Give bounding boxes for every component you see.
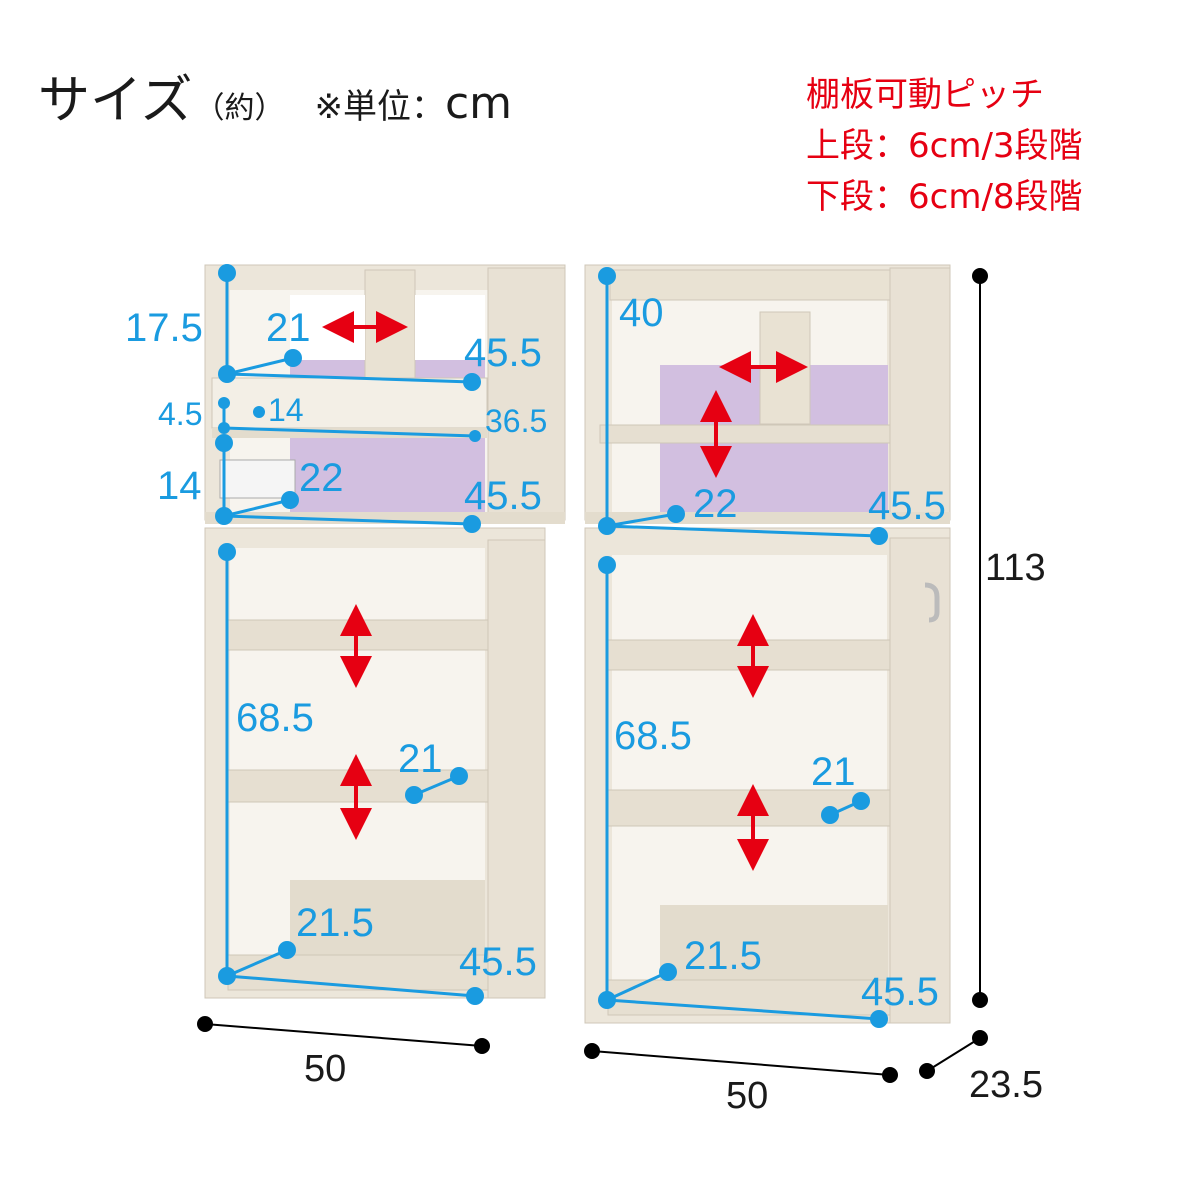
right-shelf-depth-label: 21 xyxy=(811,750,856,794)
left-drawer-width-label: 36.5 xyxy=(485,403,548,439)
pitch-lower: 下段：6cm/8段階 xyxy=(806,177,1083,217)
left-bottom-depth-label: 21.5 xyxy=(296,901,374,945)
right-upper-height-label: 40 xyxy=(619,291,664,335)
right-lower-height-label: 68.5 xyxy=(614,714,692,758)
right-mid-width-label: 45.5 xyxy=(868,484,946,528)
approx-note: （約） xyxy=(194,91,285,126)
shelf-board xyxy=(599,424,891,444)
left-top-height-label: 17.5 xyxy=(125,306,203,350)
power-strip xyxy=(219,459,296,499)
left-overall-width-label: 50 xyxy=(304,1048,347,1090)
pitch-upper: 上段：6cm/3段階 xyxy=(806,126,1083,166)
shelf-board xyxy=(607,639,891,671)
left-top-depth-label: 21 xyxy=(266,306,311,350)
pitch-title: 棚板可動ピッチ xyxy=(806,75,1044,115)
size-title: サイズ xyxy=(38,71,193,131)
left-drawer-depth-label: 14 xyxy=(268,392,304,428)
left-mid-width-label: 45.5 xyxy=(464,474,542,518)
unit-label: ※単位： xyxy=(314,87,445,127)
left-mid-depth-label: 22 xyxy=(299,456,344,500)
back-panel xyxy=(290,435,485,515)
left-top-width-label: 45.5 xyxy=(464,331,542,375)
right-shelf-unit xyxy=(584,264,951,1024)
overall-depth-label: 23.5 xyxy=(969,1064,1043,1106)
hook-icon xyxy=(924,582,940,623)
left-bottom-width-label: 45.5 xyxy=(459,940,537,984)
overall-dimension-points xyxy=(197,268,988,1083)
right-mid-depth-label: 22 xyxy=(693,482,738,526)
left-shelf-depth-label: 21 xyxy=(398,737,443,781)
left-drawer-height-label: 4.5 xyxy=(158,396,203,432)
dimension-points xyxy=(215,264,888,1028)
shelf-pitch-arrows xyxy=(322,311,808,871)
right-overall-width-label: 50 xyxy=(726,1075,769,1117)
unit-value: cm xyxy=(444,78,513,129)
left-mid-height-label: 14 xyxy=(157,464,202,508)
shelf-pitch-note: 棚板可動ピッチ 上段：6cm/3段階 下段：6cm/8段階 xyxy=(806,70,1083,223)
overall-height-label: 113 xyxy=(985,547,1046,589)
overall-dimension-lines xyxy=(204,276,981,1076)
right-bottom-width-label: 45.5 xyxy=(861,970,939,1014)
right-bottom-depth-label: 21.5 xyxy=(684,934,762,978)
left-lower-height-label: 68.5 xyxy=(236,696,314,740)
drawer xyxy=(211,377,488,429)
size-heading: サイズ（約） ※単位：cm xyxy=(38,58,512,133)
